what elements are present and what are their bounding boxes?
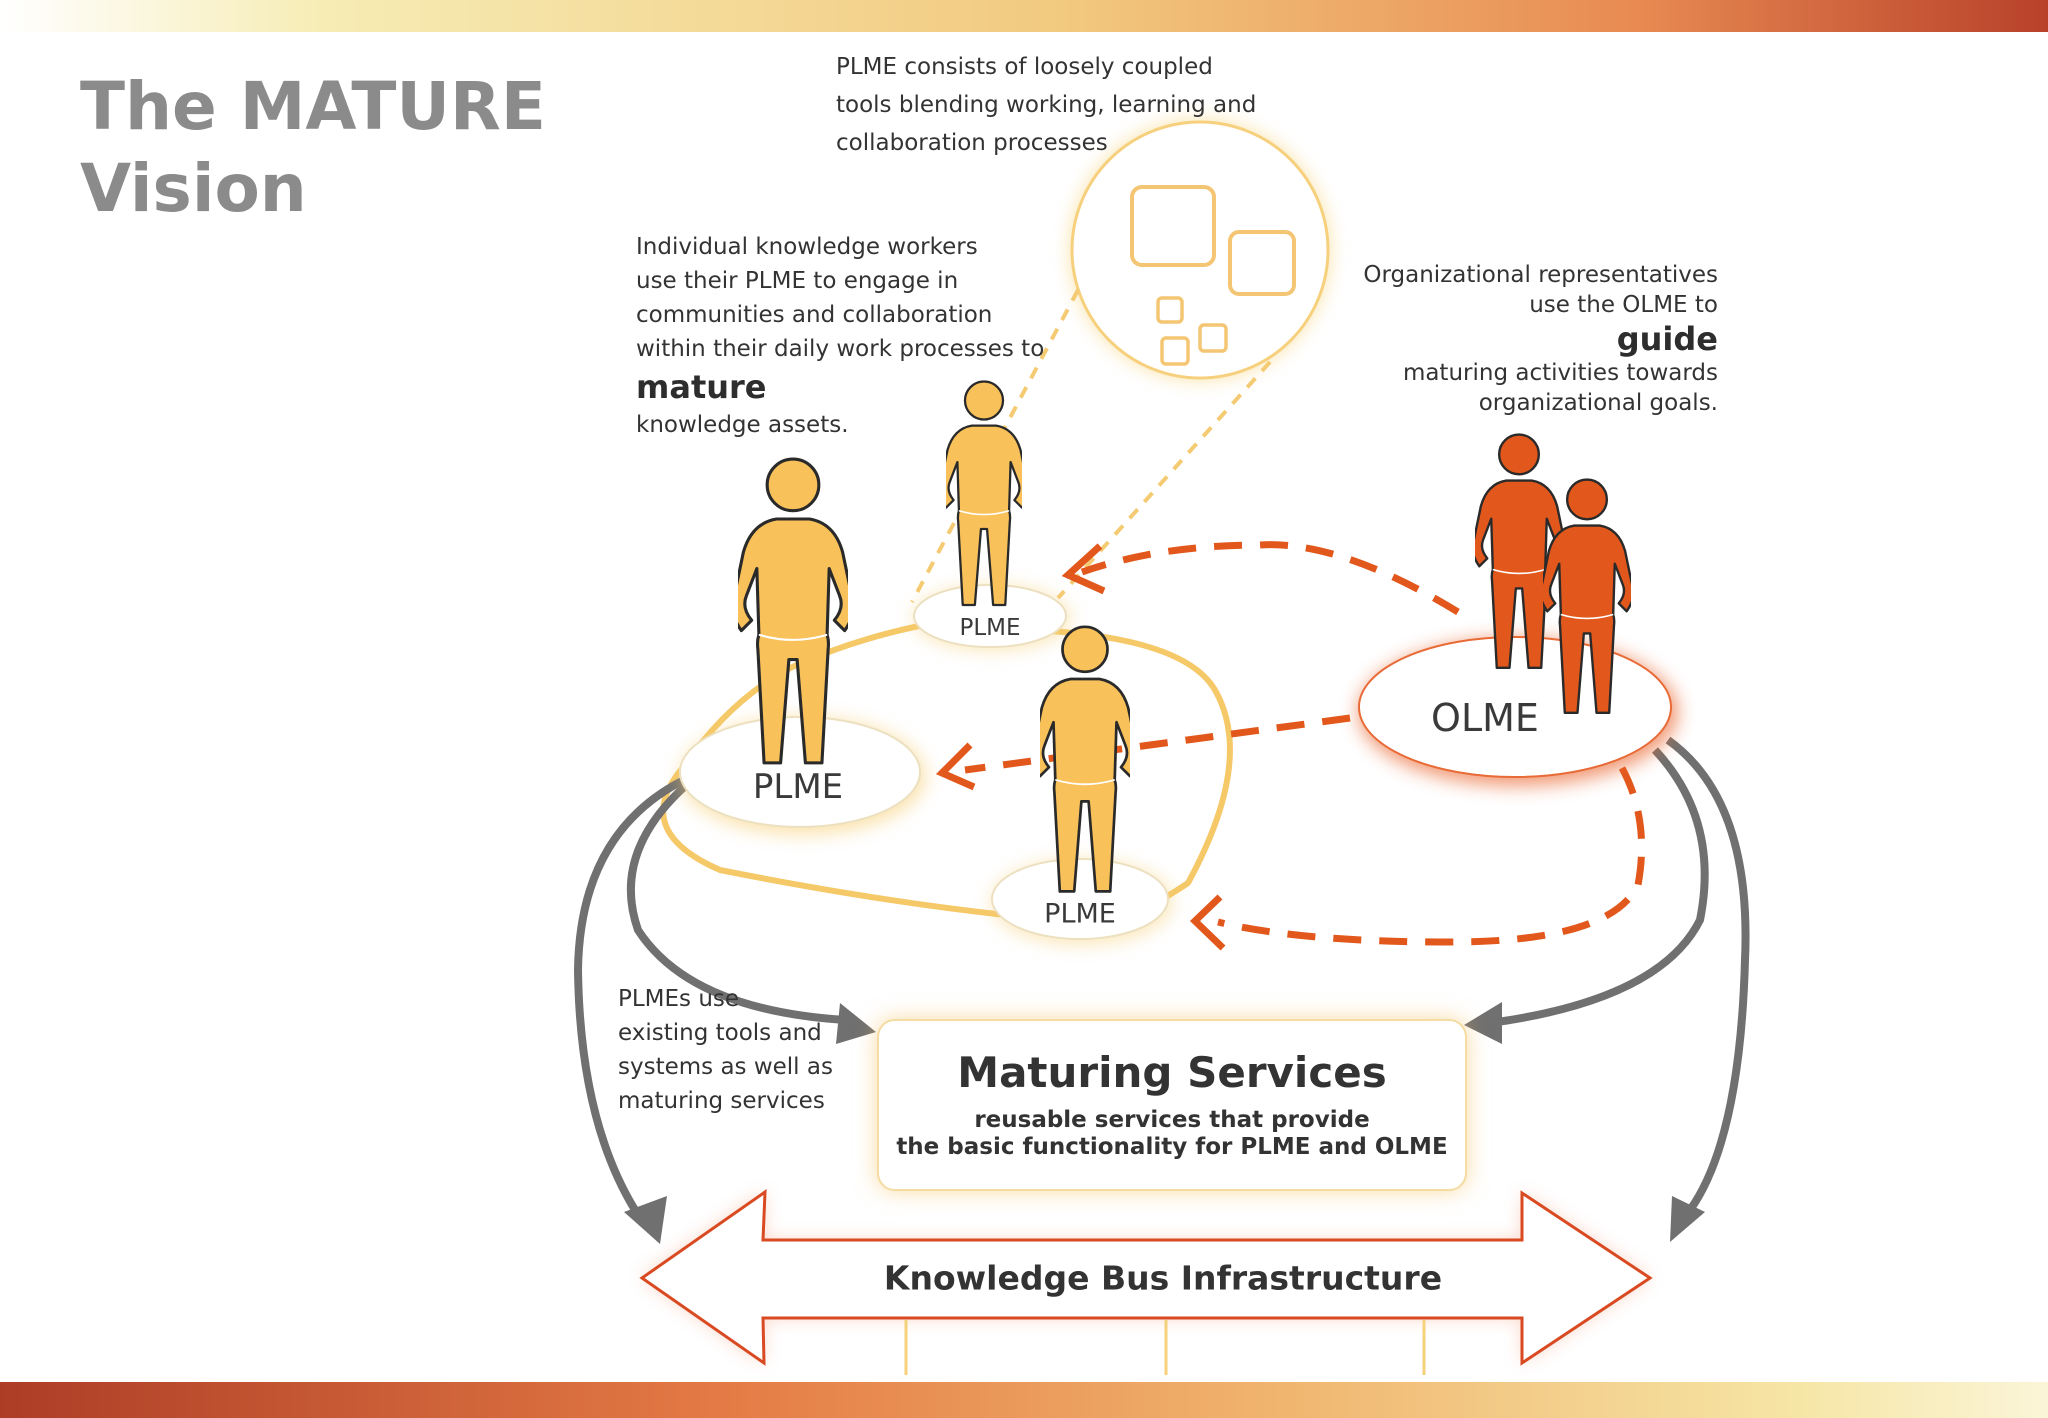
chevron-plme-main [935, 742, 976, 791]
knowledge-bus [639, 1189, 1653, 1375]
individual-caption-line3: communities and collaboration [636, 302, 993, 328]
arrowhead-olme-services [1464, 1002, 1502, 1044]
olme-label: OLME [1431, 696, 1539, 740]
dashed-olme-to-plme-main [964, 714, 1351, 774]
plmes-use-line4: maturing services [618, 1088, 825, 1114]
tool-square-medium [1228, 230, 1296, 296]
individual-caption-line4: within their daily work processes to [636, 336, 1045, 362]
plmes-use-line2: existing tools and [618, 1020, 822, 1046]
plme-main-label: PLME [752, 767, 844, 807]
plmes-use-line1: PLMEs use [618, 986, 740, 1012]
tool-square-small-1 [1156, 296, 1184, 324]
arrow-plme-to-bus [573, 774, 690, 1213]
plme-person-bottom [1040, 625, 1130, 893]
maturing-services-box: Maturing Services reusable services that… [877, 1019, 1467, 1191]
tools-caption-line2: tools blending working, learning and [836, 92, 1257, 118]
tools-caption-line3: collaboration processes [836, 130, 1108, 156]
tools-caption: PLME consists of loosely coupled tools b… [836, 48, 1256, 162]
knowledge-bus-label: Knowledge Bus Infrastructure [883, 1258, 1443, 1298]
organizational-caption-line3: maturing activities towards [1402, 360, 1718, 386]
organizational-caption-line4: organizational goals. [1478, 390, 1718, 416]
maturing-services-sub-line1: reusable services that provide [974, 1107, 1370, 1133]
top-gradient-band [0, 0, 2048, 32]
plme-top-disc [913, 584, 1067, 648]
dashed-guide-arrows [964, 541, 1646, 946]
mature-emphasis: mature [636, 368, 767, 406]
tool-square-large [1130, 185, 1216, 267]
organizational-caption-line1: Organizational representatives [1363, 262, 1718, 288]
dashed-olme-to-plme-bottom [1217, 766, 1646, 946]
chevron-plme-top [1061, 543, 1106, 595]
organizational-caption-line2: use the OLME to [1529, 292, 1718, 318]
arrowhead-plme-bus [624, 1196, 667, 1244]
arrowhead-plme-services [836, 1003, 876, 1044]
individual-caption-line5: knowledge assets. [636, 412, 849, 438]
plme-top-label: PLME [959, 615, 1021, 641]
plmes-use-caption: PLMEs use existing tools and systems as … [618, 982, 833, 1118]
bottom-gradient-band [0, 1382, 2048, 1418]
individual-caption: Individual knowledge workers use their P… [636, 230, 1044, 442]
chevron-plme-bottom [1189, 894, 1226, 951]
guide-emphasis: guide [1616, 320, 1718, 358]
gray-arrows [573, 736, 1750, 1213]
slide-title-line2: Vision [80, 150, 307, 227]
plmes-use-line3: systems as well as [618, 1054, 833, 1080]
individual-caption-line1: Individual knowledge workers [636, 234, 978, 260]
arrow-plme-to-services [626, 776, 846, 1024]
individual-caption-line2: use their PLME to engage in [636, 268, 959, 294]
arrow-olme-to-services [1489, 747, 1709, 1027]
bubble-connector-right [1056, 360, 1272, 600]
arrow-olme-to-bus [1665, 736, 1750, 1213]
plme-bottom-disc [991, 858, 1169, 940]
plme-main-disc [679, 716, 921, 828]
tool-square-small-3 [1198, 323, 1228, 353]
dashed-olme-to-plme-top [1080, 541, 1460, 615]
plme-bottom-label: PLME [1044, 898, 1116, 930]
organizational-caption: Organizational representatives use the O… [1363, 260, 1718, 418]
tools-bubble [1070, 120, 1330, 380]
arrowhead-olme-bus [1670, 1196, 1705, 1242]
maturing-services-title: Maturing Services [957, 1048, 1387, 1097]
tool-square-small-2 [1160, 336, 1190, 366]
slide-title: The MATURE Vision [80, 66, 546, 230]
slide-title-line1: The MATURE [80, 68, 546, 145]
maturing-services-sub-line2: the basic functionality for PLME and OLM… [896, 1134, 1448, 1160]
tools-caption-line1: PLME consists of loosely coupled [836, 54, 1213, 80]
